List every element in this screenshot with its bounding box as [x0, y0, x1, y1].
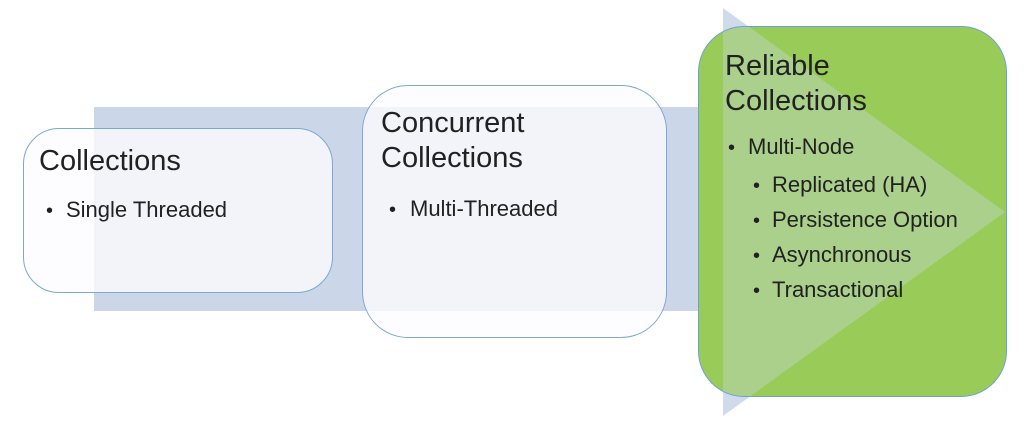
list-item-label: Multi-Threaded — [410, 196, 558, 221]
bullet-icon: • — [728, 137, 736, 159]
list-item-label: Single Threaded — [66, 197, 228, 222]
bullet-icon: • — [753, 280, 761, 302]
box-title: Concurrent Collections — [381, 107, 525, 174]
list-item: • Multi-Threaded — [363, 192, 666, 227]
stage-box-reliable-collections: Reliable Collections • Multi-Node • Repl… — [698, 26, 1007, 397]
list-item-label: Asynchronous — [772, 242, 912, 267]
bullet-list: • Single Threaded — [24, 193, 332, 228]
bullet-list: • Multi-Threaded — [363, 192, 666, 227]
list-item: • Replicated (HA) — [699, 168, 1006, 203]
bullet-icon: • — [753, 175, 761, 197]
box-title: Reliable Collections — [725, 50, 867, 117]
bullet-list: • Multi-Node • Replicated (HA) • Persist… — [699, 130, 1006, 308]
bullet-icon: • — [46, 200, 54, 222]
list-item-label: Replicated (HA) — [772, 172, 928, 197]
list-item: • Single Threaded — [24, 193, 332, 228]
bullet-icon: • — [753, 210, 761, 232]
list-item: • Asynchronous — [699, 238, 1006, 273]
bullet-icon: • — [753, 245, 761, 267]
stage-box-concurrent-collections: Concurrent Collections • Multi-Threaded — [362, 85, 667, 338]
list-item-label: Transactional — [772, 277, 904, 302]
list-item-label: Multi-Node — [748, 134, 855, 159]
box-title: Collections — [39, 145, 181, 177]
list-item: • Transactional — [699, 273, 1006, 308]
list-item: • Persistence Option — [699, 203, 1006, 238]
stage-box-collections: Collections • Single Threaded — [23, 128, 333, 293]
list-item: • Multi-Node — [699, 130, 1006, 165]
list-item-label: Persistence Option — [772, 207, 958, 232]
bullet-icon: • — [389, 199, 397, 221]
